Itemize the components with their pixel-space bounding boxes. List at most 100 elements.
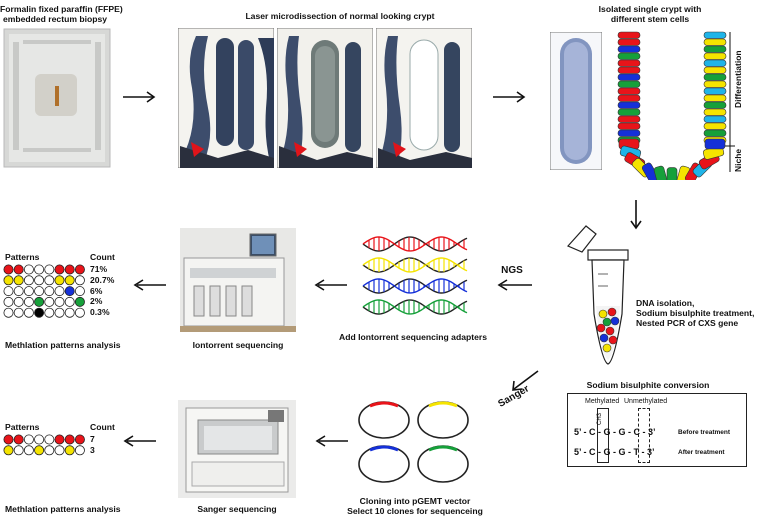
ffpe-cassette-image (3, 28, 111, 168)
arrow-dna-to-adapters (496, 279, 532, 291)
ngs-pattern-cell-r2-c6 (64, 286, 75, 297)
sanger-pattern-cell-r1-c4 (44, 445, 55, 456)
helix-strand (362, 299, 468, 315)
arrow-iontorrent-to-patterns (132, 279, 166, 291)
ngs-pattern-cell-r2-c2 (23, 286, 34, 297)
crypt-cell (617, 73, 641, 81)
ngs-pattern-count-2: 6% (90, 285, 103, 296)
ngs-patterns-label: Patterns (5, 252, 40, 262)
crypt-cell (703, 87, 727, 95)
ngs-pattern-cell-r3-c1 (13, 296, 24, 307)
niche-label: Niche (733, 148, 743, 172)
ngs-pattern-count-3: 2% (90, 296, 103, 307)
ngs-pattern-cell-r0-c7 (74, 264, 85, 275)
sanger-pattern-cell-r0-c2 (23, 434, 34, 445)
sanger-pattern-cell-r1-c2 (23, 445, 34, 456)
after-sequence: 5’ - C - G - G - T - 3’ (574, 447, 655, 457)
ngs-count-column: 71%20.7%6%2%0.3% (90, 264, 130, 318)
sanger-patterns-label: Patterns (5, 422, 40, 432)
helix-strand (362, 278, 468, 294)
ngs-pattern-cell-r2-c1 (13, 286, 24, 297)
ngs-pattern-cell-r3-c5 (54, 296, 65, 307)
crypt-cell (703, 31, 727, 39)
unmethylated-c-box (638, 408, 650, 463)
ngs-pattern-cell-r1-c2 (23, 275, 34, 286)
crypt-cell (617, 80, 641, 88)
ngs-pattern-cell-r0-c1 (13, 264, 24, 275)
cloning-line2: Select 10 clones for sequenceing (347, 506, 483, 516)
crypt-cell (703, 59, 727, 67)
differentiation-label: Differentiation (733, 50, 743, 108)
ngs-pattern-cell-r3-c0 (3, 296, 14, 307)
crypt-cell (703, 66, 727, 74)
arrow-lmd-to-isolated (493, 91, 527, 103)
cloning-line1: Cloning into pGEMT vector (359, 496, 471, 506)
sanger-machine-image (178, 400, 296, 498)
crypt-cell (666, 167, 678, 180)
ngs-pattern-cell-r1-c6 (64, 275, 75, 286)
adapters-label: Add Iontorrent sequencing adapters (338, 332, 488, 342)
crypt-cell (617, 59, 641, 67)
sanger-pattern-cell-r0-c7 (74, 434, 85, 445)
sanger-pattern-cell-r1-c5 (54, 445, 65, 456)
ngs-pattern-cell-r1-c7 (74, 275, 85, 286)
sanger-pattern-cell-r1-c7 (74, 445, 85, 456)
ngs-pattern-cell-r2-c4 (44, 286, 55, 297)
crypt-cell (617, 52, 641, 60)
sanger-pattern-cell-r0-c4 (44, 434, 55, 445)
ngs-pattern-cell-r4-c0 (3, 307, 14, 318)
ffpe-label: Formalin fixed paraffin (FFPE) embedded … (0, 4, 123, 24)
crypt-cell (703, 122, 727, 130)
ngs-pattern-cell-r2-c0 (3, 286, 14, 297)
sanger-pattern-cell-r1-c0 (3, 445, 14, 456)
ffpe-label-line1: Formalin fixed paraffin (FFPE) (0, 4, 123, 14)
lmd-image-2 (277, 28, 373, 168)
ngs-pattern-cell-r0-c0 (3, 264, 14, 275)
sanger-pattern-count-1: 3 (90, 444, 95, 455)
crypt-cell (653, 165, 668, 180)
ngs-pattern-cell-r3-c2 (23, 296, 34, 307)
arrow-isolated-to-dna (630, 200, 642, 230)
sanger-pattern-cell-r1-c6 (64, 445, 75, 456)
arrow-dna-to-cloning (510, 370, 540, 392)
ngs-pattern-cell-r1-c1 (13, 275, 24, 286)
pcr-tube-image (560, 224, 640, 374)
crypt-cell (617, 87, 641, 95)
ngs-pattern-cell-r2-c3 (34, 286, 45, 297)
ngs-pattern-cell-r4-c2 (23, 307, 34, 318)
adapter-dna-helices (360, 234, 470, 324)
dna-line3: Nested PCR of CXS gene (636, 318, 739, 328)
crypt-cell (703, 101, 727, 109)
plasmid-clones (356, 398, 472, 488)
helix-strand (362, 278, 468, 294)
ngs-pattern-cell-r3-c6 (64, 296, 75, 307)
ngs-pattern-cell-r0-c6 (64, 264, 75, 275)
crypt-cell (703, 38, 727, 46)
crypt-axis-line (724, 30, 736, 174)
dna-line1: DNA isolation, (636, 298, 695, 308)
ngs-methylation-label: Methlation patterns analysis (5, 340, 121, 350)
iontorrent-machine-image (180, 228, 296, 332)
ngs-pattern-cell-r0-c2 (23, 264, 34, 275)
ffpe-label-line2: embedded rectum biopsy (2, 14, 108, 24)
ngs-count-label: Count (90, 252, 115, 262)
crypt-cell (617, 115, 641, 123)
isolated-line2: different stem cells (610, 14, 690, 24)
arrow-cloning-to-sanger (314, 435, 348, 447)
before-treatment-label: Before treatment (678, 429, 731, 436)
ngs-pattern-cell-r2-c5 (54, 286, 65, 297)
lmd-title: Laser microdissection of normal looking … (245, 11, 435, 21)
crypt-cell (617, 94, 641, 102)
lmd-image-3 (376, 28, 472, 168)
crypt-cell (617, 101, 641, 109)
ngs-pattern-count-1: 20.7% (90, 274, 115, 285)
methylated-c-box (597, 408, 609, 463)
ngs-pattern-cell-r3-c3 (34, 296, 45, 307)
crypt-cell (704, 138, 726, 150)
helix-strand (362, 236, 468, 252)
bisulphite-title: Sodium bisulphite conversion (586, 380, 710, 390)
ngs-pattern-cell-r0-c3 (34, 264, 45, 275)
bisulphite-panel: Methylated Unmethylated CH3 5’ - C - G -… (567, 393, 747, 467)
sanger-pattern-cell-r0-c6 (64, 434, 75, 445)
